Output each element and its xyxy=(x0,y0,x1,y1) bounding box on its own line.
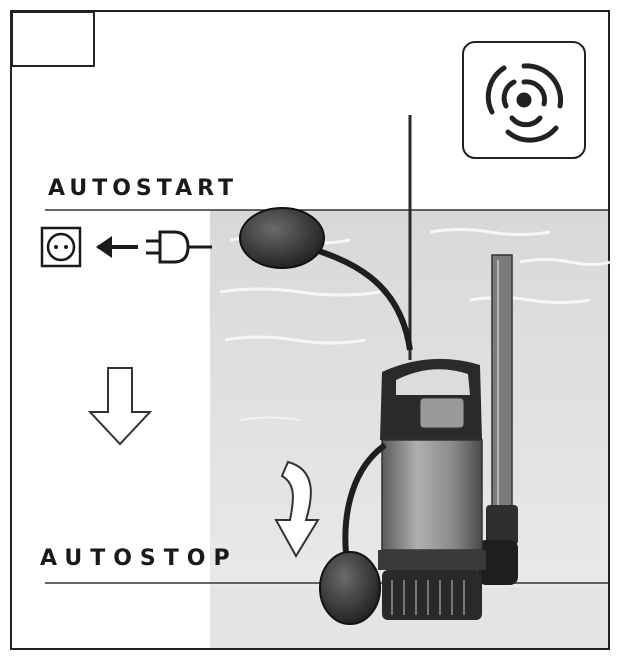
autostart-label: AUTOSTART xyxy=(48,176,239,201)
autostop-label: AUTOSTOP xyxy=(40,546,238,571)
arrow-down-icon xyxy=(87,367,153,446)
upper-float-switch xyxy=(239,207,413,351)
discharge-hose xyxy=(478,254,518,585)
corner-box xyxy=(11,11,95,67)
power-socket-icon xyxy=(40,226,82,268)
arrow-left-icon xyxy=(96,236,138,258)
swirl-icon xyxy=(462,41,586,159)
power-plug-icon xyxy=(146,230,212,264)
lower-float-switch xyxy=(319,442,387,625)
curved-arrow-down-icon xyxy=(274,460,320,558)
pump xyxy=(378,358,486,620)
